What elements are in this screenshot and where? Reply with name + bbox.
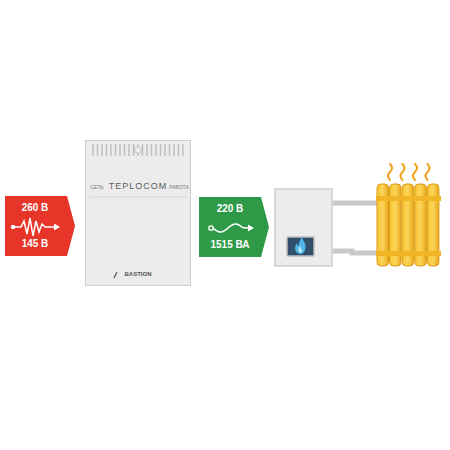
indicator-label: РАБОТА [169, 185, 189, 191]
pipe [331, 203, 378, 253]
voltage-max: 260 В [22, 202, 49, 213]
maker-logo: BASTION [125, 271, 152, 278]
heat-waves [388, 164, 430, 180]
boiler [275, 189, 332, 266]
brand-name: TEPLOCOM [109, 182, 168, 192]
device-housing [85, 140, 191, 286]
stabilizer-box: TEPLOCOM СЕТЬ РАБОТА BASTION [85, 140, 191, 286]
voltage-min: 145 В [22, 238, 49, 249]
voltage-out: 220 В [217, 203, 244, 214]
indicator-label: СЕТЬ [90, 185, 103, 191]
voltage-tag: 260 В 145 В [5, 196, 75, 256]
voltage-tag: 220 В 1515 ВА [199, 197, 269, 257]
radiator [376, 184, 441, 266]
power-rating: 1515 ВА [211, 239, 250, 250]
